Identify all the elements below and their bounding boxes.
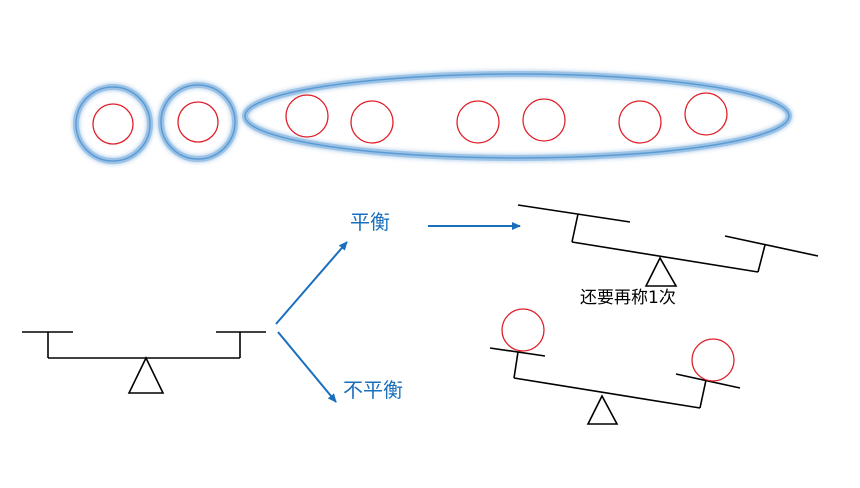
ball [285,94,329,138]
arrow-to-balanced [275,241,348,325]
ball [618,100,662,144]
six-ball-group [242,71,792,161]
group-outline-inner [160,84,236,160]
ball [350,100,394,144]
single-ball-group-1 [73,84,153,164]
group-outline-inner [244,73,790,159]
ball [177,101,219,143]
group-outline-inner [75,86,151,162]
ball [691,338,735,382]
ball [501,308,545,352]
arrows [275,222,521,403]
balance-scale-with-balls [489,308,741,425]
ball-row [73,71,792,164]
ball [456,100,500,144]
balanced-label: 平衡 [350,210,390,234]
ball [92,103,134,145]
single-ball-group-2 [158,82,238,162]
weigh-again-label: 还要再称1次 [580,288,676,308]
arrow-to-unbalanced [277,331,337,403]
balance-scale-empty-tilted [517,204,819,287]
ball [522,98,566,142]
unbalanced-label: 不平衡 [343,378,403,402]
ball [684,92,728,136]
balance-scale-level [22,331,266,394]
